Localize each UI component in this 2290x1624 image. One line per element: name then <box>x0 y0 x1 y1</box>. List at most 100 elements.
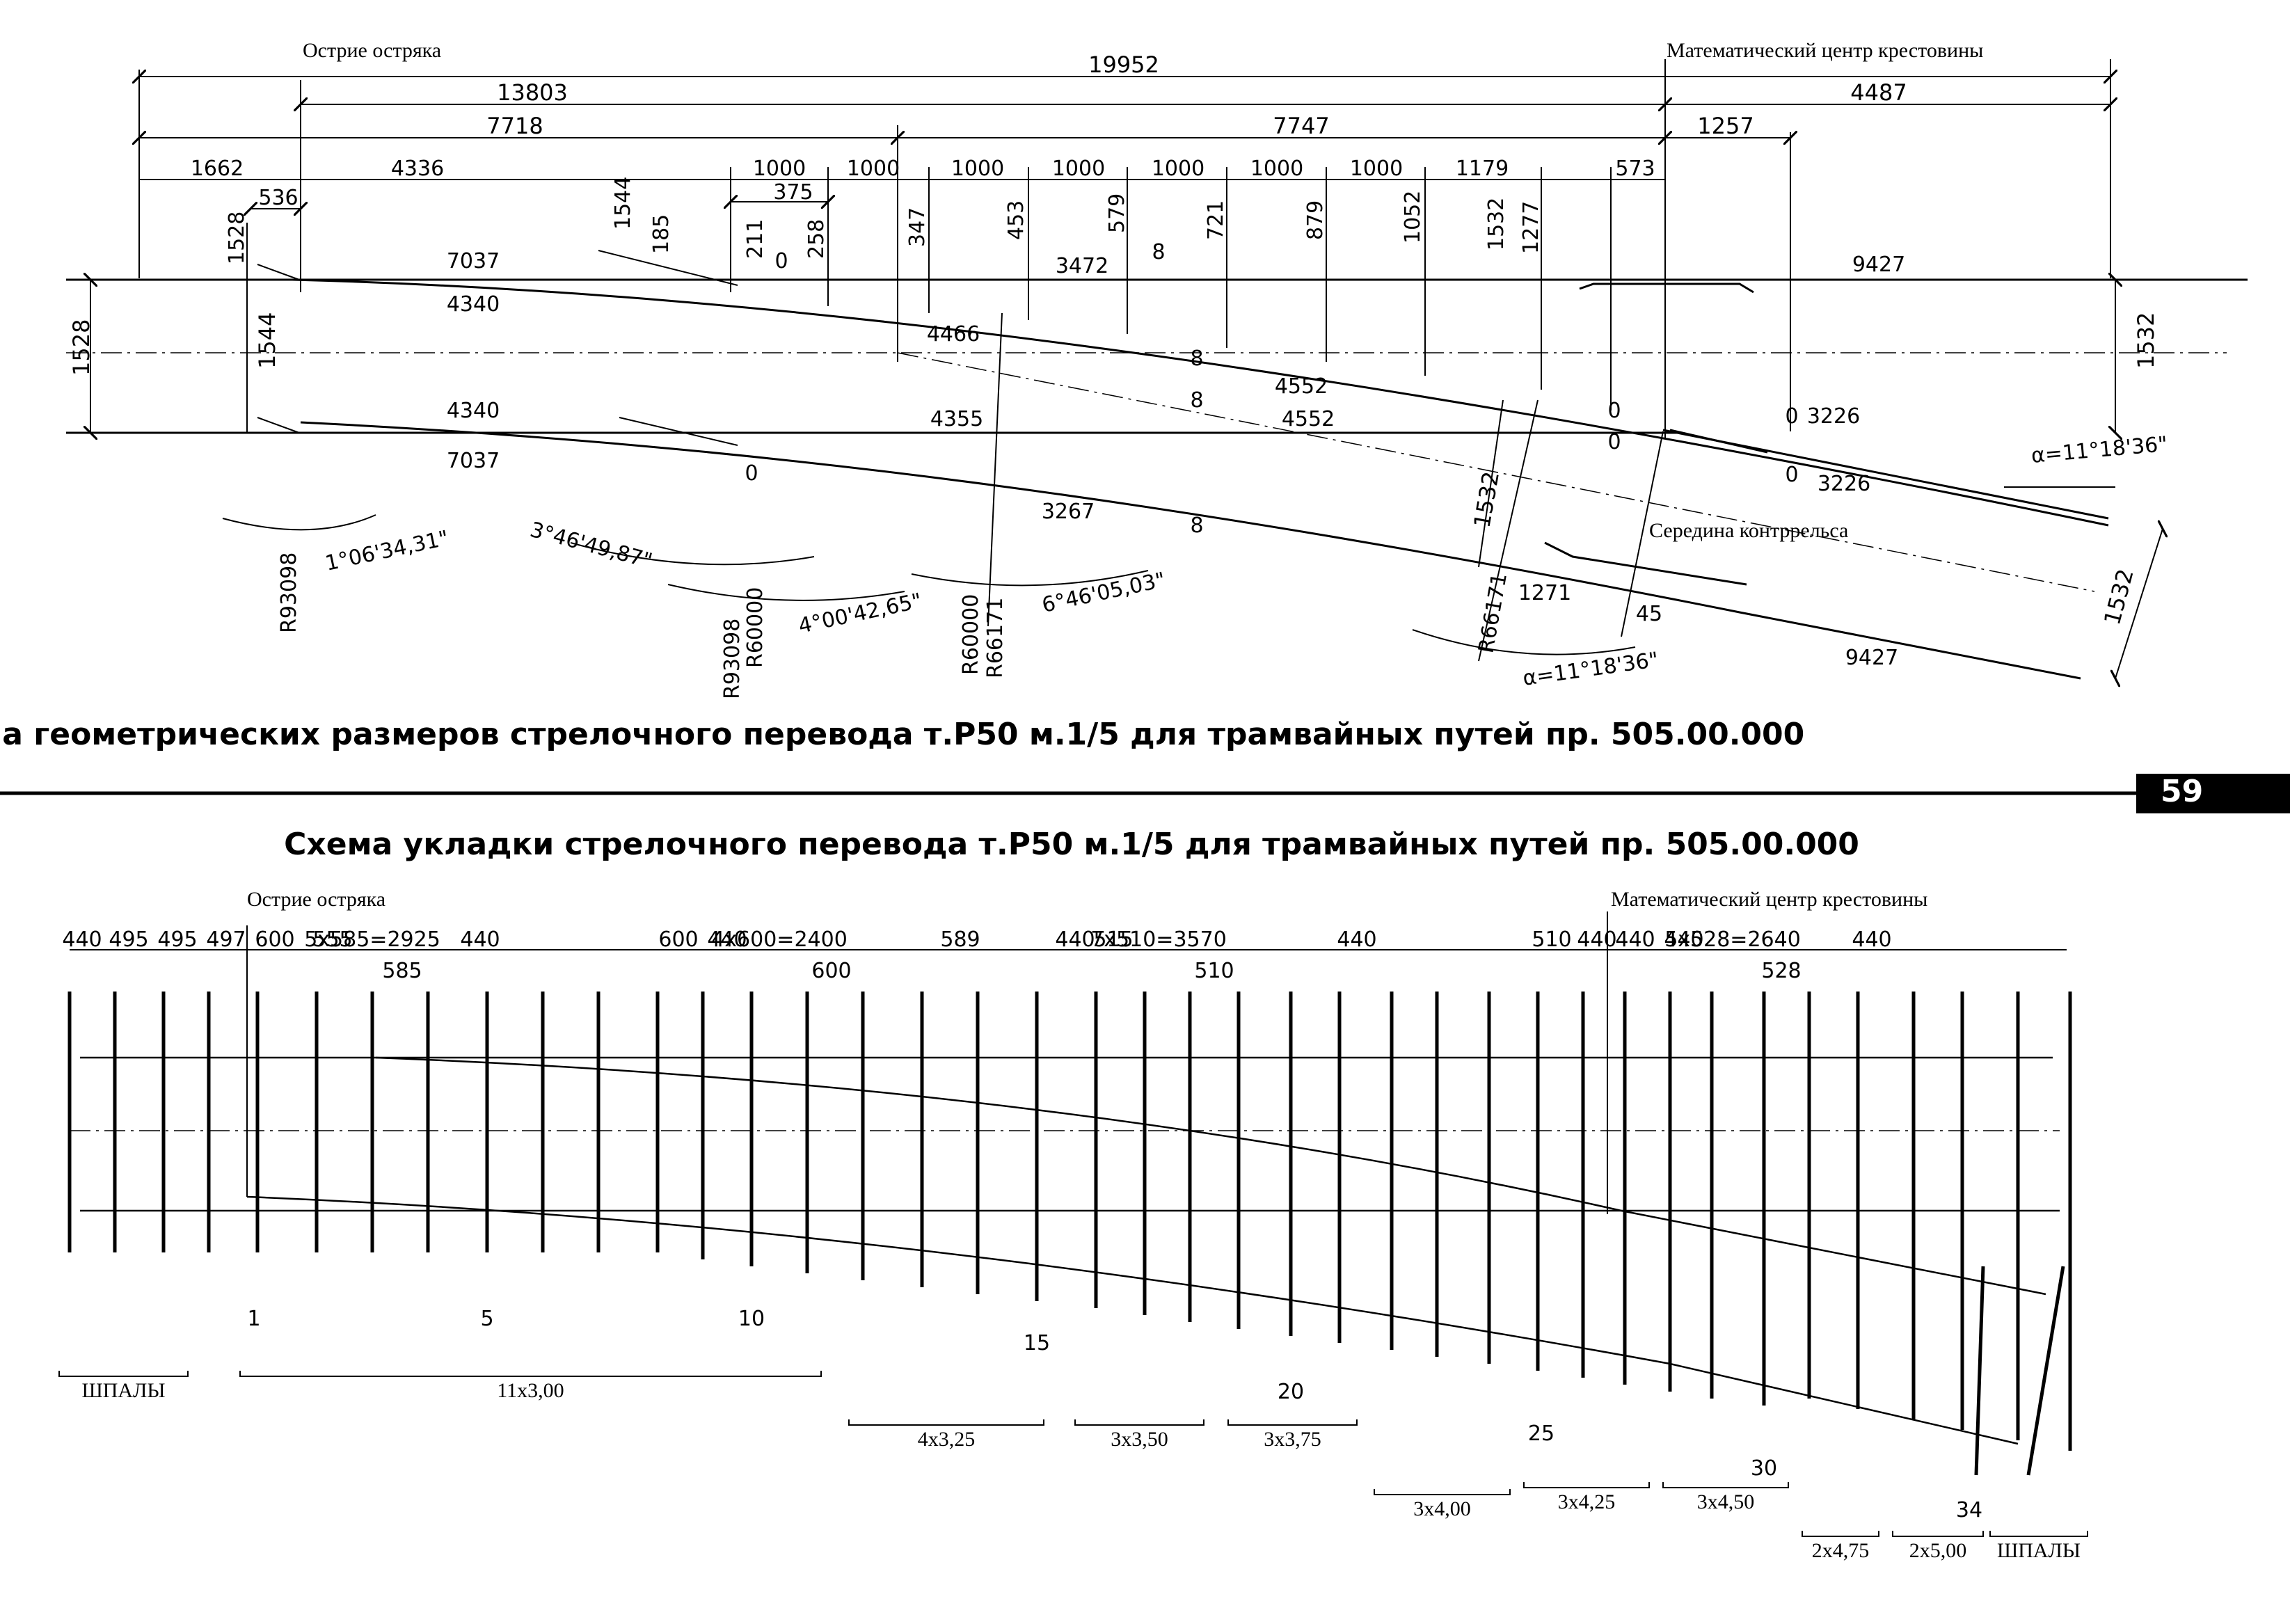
angle-label: 3°46'49,87" <box>527 518 655 573</box>
rail-dimension: 8 <box>1190 347 1203 371</box>
top-dimension: 4487 <box>1850 79 1907 106</box>
tie-spacing: 589 <box>940 928 980 952</box>
page-number: 59 <box>2161 774 2203 809</box>
ordinate-label: 879 <box>1303 200 1328 240</box>
row-dimension: 536 <box>258 186 298 210</box>
tie-spacing: 440 <box>1055 928 1095 952</box>
ordinate-label: 721 <box>1204 200 1228 240</box>
tie-spacing: 585 <box>382 959 422 983</box>
tie-spacing: 4x600=2400 <box>711 928 848 952</box>
top-dimension: 13803 <box>497 79 568 106</box>
rail-dimension: 0 <box>1607 399 1621 423</box>
rail-dimension: 0 <box>1607 430 1621 454</box>
angle-arcs <box>222 514 1636 655</box>
tie-group-label: 3x4,25 <box>1558 1490 1616 1513</box>
tie-layout <box>67 911 2072 1476</box>
side-dims <box>90 223 2163 678</box>
rail-dimension: 3226 <box>1807 404 1860 429</box>
row-dimension: 1000 <box>1250 157 1303 181</box>
row-dimension: 1000 <box>753 157 806 181</box>
ordinate-label: 1052 <box>1401 191 1425 244</box>
rail-dimension: 4355 <box>930 407 983 431</box>
tie <box>2026 1266 2065 1476</box>
tie-spacing: 515 <box>1093 928 1133 952</box>
row-dimension: 1000 <box>951 157 1004 181</box>
gauge-dimension: 1532 <box>2099 566 2139 628</box>
tie-spacing: 510 <box>1532 928 1571 952</box>
row-dimension: 4336 <box>391 157 444 181</box>
angle-label: 1°06'34,31" <box>323 526 451 576</box>
tie-group-label: 3x4,00 <box>1413 1497 1471 1520</box>
group-bracket <box>1989 1531 2088 1537</box>
tie-spacing: 440 <box>1337 928 1376 952</box>
ordinate-label: 185 <box>649 214 674 254</box>
radius-label: R66171 <box>983 598 1008 678</box>
rail-dimension: 9427 <box>1852 253 1905 277</box>
group-bracket <box>1227 1419 1358 1426</box>
rail-dimension: 4552 <box>1282 407 1335 431</box>
ordinate-label: 347 <box>905 207 930 247</box>
tie-number: 25 <box>1528 1422 1555 1446</box>
gauge-dimension: 1528 <box>68 319 95 376</box>
tie-group-label: 4x3,25 <box>918 1428 976 1451</box>
tie-number: 5 <box>480 1307 493 1331</box>
rail-dimension: 8 <box>1190 514 1203 538</box>
tie-group-label: ШПАЛЫ <box>81 1379 165 1402</box>
row-dimension: 375 <box>773 180 813 205</box>
tie-group-label: ШПАЛЫ <box>1997 1539 2081 1562</box>
group-bracket <box>239 1371 822 1377</box>
group-bracket <box>1374 1489 1511 1495</box>
tie-spacing: 528 <box>1761 959 1801 983</box>
row-dimension: 573 <box>1615 157 1655 181</box>
tie-group-label: 2x5,00 <box>1909 1539 1967 1562</box>
diverging-rail <box>375 1056 2046 1296</box>
dimension-lines <box>139 77 2110 209</box>
row-dimension: 1000 <box>1052 157 1105 181</box>
rail-dimension: 4340 <box>447 399 500 423</box>
tie-spacing: 495 <box>157 928 197 952</box>
page-number-box <box>2136 774 2290 813</box>
ordinate-label: 258 <box>804 219 829 259</box>
radius-label: R60000 <box>743 587 768 668</box>
diverging-rail <box>246 1195 2019 1445</box>
frog-center-label: Математический центр крестовины <box>1611 888 1927 911</box>
centerlines <box>66 352 2227 592</box>
tie-spacing: 440 <box>1577 928 1616 952</box>
extension-lines <box>138 59 2111 438</box>
rail-dimension: 3267 <box>1042 500 1095 524</box>
tie-spacing: 440 <box>460 928 500 952</box>
tie-spacing: 440 <box>1664 928 1703 952</box>
tie-number: 34 <box>1956 1498 1982 1522</box>
tie-group-label: 3x4,50 <box>1697 1490 1755 1513</box>
group-bracket <box>1892 1531 1984 1537</box>
row-dimension: 1179 <box>1456 157 1509 181</box>
tie-spacing: 495 <box>109 928 148 952</box>
tie-spacing: 5x528=2640 <box>1664 928 1801 952</box>
rail-dimension: 0 <box>1785 404 1798 429</box>
tie-spacing: 7x510=3570 <box>1090 928 1227 952</box>
frog-center-label: Математический центр крестовины <box>1667 39 1983 62</box>
layout-title: Схема укладки стрелочного перевода т.Р50… <box>284 827 1859 862</box>
tie-group-label: 11x3,00 <box>497 1379 564 1402</box>
rail-dimension: 7037 <box>447 449 500 473</box>
rail-dimension: 0 <box>1785 463 1798 487</box>
rail-dimension: 0 <box>745 461 758 486</box>
top-dimension: 19952 <box>1088 51 1159 78</box>
radius-label: R66171 <box>1474 571 1512 655</box>
rail-dimension: 45 <box>1636 602 1662 626</box>
tie-group-label: 2x4,75 <box>1812 1539 1870 1562</box>
tie-number: 15 <box>1024 1331 1050 1355</box>
row-dimension: 1000 <box>1350 157 1403 181</box>
gauge-dimension: 1544 <box>254 312 280 369</box>
switch-point-label: Острие остряка <box>303 39 441 62</box>
geometry-diagram <box>66 59 2248 678</box>
row-dimension: 1000 <box>847 157 900 181</box>
tie-number: 30 <box>1751 1456 1777 1481</box>
tie-spacing: 440 <box>1615 928 1655 952</box>
switch-point-label: Острие остряка <box>247 888 385 911</box>
tie-group-label: 3x3,75 <box>1264 1428 1321 1451</box>
rail-dimension: 3472 <box>1056 254 1108 278</box>
tie-spacing: 440 <box>707 928 747 952</box>
gauge-dimension: 1532 <box>2133 312 2159 369</box>
